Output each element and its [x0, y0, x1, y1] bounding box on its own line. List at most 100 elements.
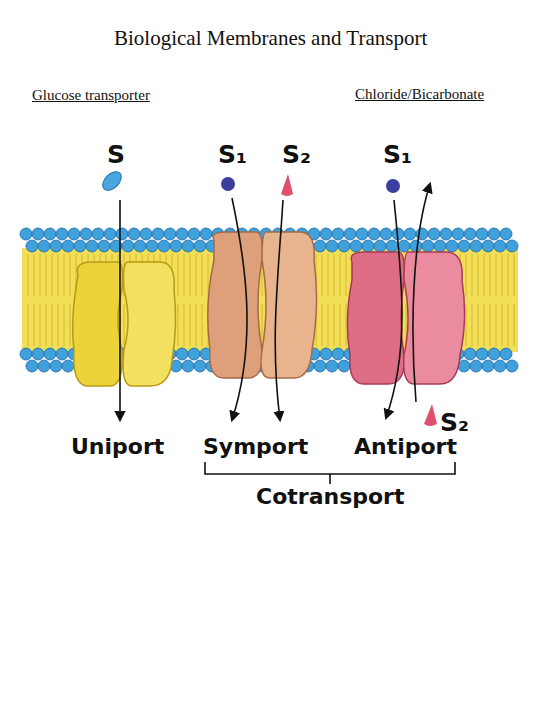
- lipid-head: [194, 240, 206, 252]
- lipid-tail: [58, 254, 59, 346]
- substrate-label: S₁: [218, 140, 247, 169]
- transport-type: Uniport: [71, 434, 164, 459]
- transport-arrow: [413, 184, 430, 402]
- caption-label: Chloride/Bicarbonate: [355, 86, 484, 103]
- lipid-head: [488, 228, 500, 240]
- lipid-head: [146, 240, 158, 252]
- transport-type: Antiport: [354, 434, 457, 459]
- lipid-tail: [64, 254, 65, 346]
- lipid-head: [482, 240, 494, 252]
- lipid-tail: [322, 254, 323, 346]
- lipid-head: [152, 228, 164, 240]
- lipid-head: [170, 240, 182, 252]
- lipid-head: [56, 348, 68, 360]
- lipid-head: [338, 240, 350, 252]
- lipid-tail: [202, 254, 203, 346]
- lipid-tail: [466, 254, 467, 346]
- lipid-head: [188, 348, 200, 360]
- lipid-head: [362, 240, 374, 252]
- lipid-head: [158, 240, 170, 252]
- lipid-tail: [502, 254, 503, 346]
- lipid-head: [332, 348, 344, 360]
- lipid-tail: [184, 254, 185, 346]
- lipid-head: [74, 240, 86, 252]
- lipid-tail: [340, 254, 341, 346]
- lipid-tail: [52, 254, 53, 346]
- lipid-head: [26, 360, 38, 372]
- lipid-head: [452, 228, 464, 240]
- substrate-label: S₂: [282, 140, 311, 169]
- bracket: [205, 462, 455, 484]
- lipid-head: [320, 348, 332, 360]
- lipid-tail: [70, 254, 71, 346]
- lipid-tail: [28, 254, 29, 346]
- lipid-head: [86, 240, 98, 252]
- lipid-tail: [490, 254, 491, 346]
- lipid-tail: [514, 254, 515, 346]
- lipid-head: [314, 240, 326, 252]
- lipid-head: [446, 240, 458, 252]
- lipid-head: [344, 228, 356, 240]
- antiport-protein: [347, 252, 464, 384]
- symport-protein: [208, 232, 317, 378]
- lipid-head: [458, 240, 470, 252]
- lipid-head: [374, 240, 386, 252]
- lipid-head: [62, 360, 74, 372]
- lipid-head: [50, 360, 62, 372]
- substrate-label: S₂: [440, 408, 469, 437]
- lipid-head: [488, 348, 500, 360]
- lipid-tail: [262, 254, 263, 346]
- lipid-head: [134, 240, 146, 252]
- lipid-head: [500, 228, 512, 240]
- lipid-head: [500, 348, 512, 360]
- lipid-head: [200, 228, 212, 240]
- lipid-head: [176, 348, 188, 360]
- lipid-head: [494, 240, 506, 252]
- lipid-head: [350, 240, 362, 252]
- lipid-head: [80, 228, 92, 240]
- lipid-head: [164, 228, 176, 240]
- lipid-head: [404, 228, 416, 240]
- lipid-head: [326, 240, 338, 252]
- lipid-tail: [178, 254, 179, 346]
- lipid-head: [482, 360, 494, 372]
- substrate-two: [281, 174, 293, 196]
- lipid-head: [182, 240, 194, 252]
- transport-arrow: [386, 200, 402, 418]
- lipid-head: [398, 240, 410, 252]
- lipid-tail: [196, 254, 197, 346]
- lipid-head: [332, 228, 344, 240]
- lipid-tail: [46, 254, 47, 346]
- lipid-head: [476, 228, 488, 240]
- lipid-head: [50, 240, 62, 252]
- substrate-label: S: [107, 140, 125, 169]
- lipid-head: [182, 360, 194, 372]
- lipid-head: [44, 228, 56, 240]
- title: Biological Membranes and Transport: [114, 26, 427, 51]
- lipid-head: [38, 360, 50, 372]
- lipid-head: [470, 240, 482, 252]
- transport-arrow: [232, 198, 247, 420]
- lipid-head: [470, 360, 482, 372]
- lipid-head: [32, 348, 44, 360]
- lipid-head: [356, 228, 368, 240]
- lipid-head: [26, 240, 38, 252]
- lipid-tail: [472, 254, 473, 346]
- lipid-head: [410, 240, 422, 252]
- lipid-head: [506, 360, 518, 372]
- transport-arrow: [119, 200, 121, 420]
- lipid-tail: [334, 254, 335, 346]
- substrate-one: [386, 179, 400, 193]
- lipid-tail: [328, 254, 329, 346]
- lipid-head: [368, 228, 380, 240]
- lipid-head: [464, 348, 476, 360]
- lipid-head: [440, 228, 452, 240]
- lipid-head: [122, 240, 134, 252]
- lipid-tail: [34, 254, 35, 346]
- lipid-tail: [190, 254, 191, 346]
- lipid-head: [68, 228, 80, 240]
- lipid-head: [32, 228, 44, 240]
- lipid-head: [188, 228, 200, 240]
- lipid-head: [386, 240, 398, 252]
